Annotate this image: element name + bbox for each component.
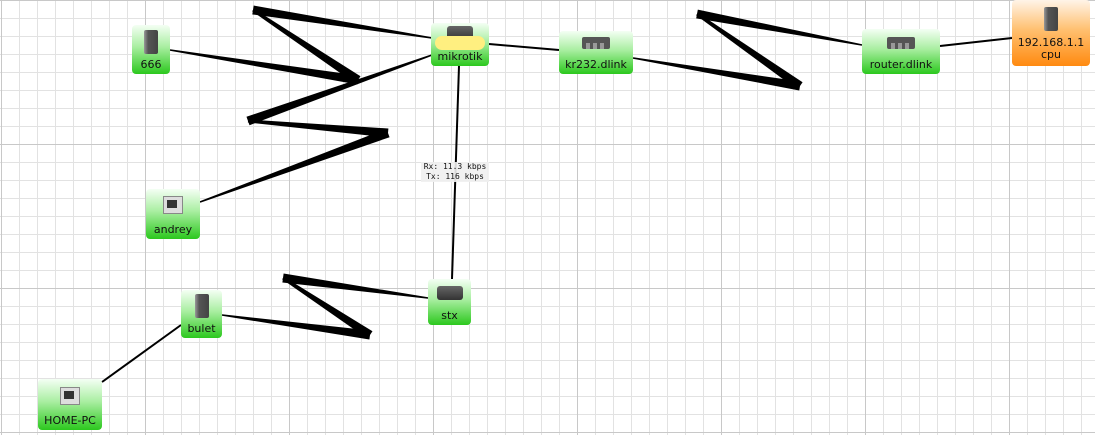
device-label: stx [441, 309, 458, 322]
bolt-segment [252, 8, 361, 84]
server-icon [1044, 7, 1058, 31]
bolt-segment [247, 119, 389, 138]
bolt-segment [199, 128, 390, 203]
wireless-link-andrey-mikrotik[interactable] [199, 54, 433, 203]
wireless-link-666-mikrotik[interactable] [169, 5, 433, 85]
device-label: mikrotik [437, 50, 483, 63]
device-andrey[interactable]: andrey [146, 189, 200, 239]
device-kr232-dlink[interactable]: kr232.dlink [559, 31, 633, 74]
bolt-segment [246, 54, 433, 126]
device-stx[interactable]: stx [428, 279, 471, 325]
bolt-segment [169, 49, 359, 85]
bolt-segment [282, 273, 429, 299]
link-traffic-label: Rx: 11.3 kbps Tx: 116 kbps [421, 162, 489, 182]
device-label: andrey [153, 223, 193, 236]
device-router-dlink[interactable]: router.dlink [862, 29, 940, 74]
link-bulet-homepc[interactable] [101, 324, 182, 383]
cloud-icon [435, 36, 485, 50]
tx-rate: Tx: 116 kbps [426, 172, 484, 181]
rx-rate: Rx: 11.3 kbps [423, 162, 487, 171]
device-label: 192.168.1.1 [1017, 36, 1085, 49]
server-globe-icon [144, 30, 158, 54]
link-mikrotik-kr232[interactable] [488, 43, 560, 51]
bolt-segment [221, 314, 371, 340]
workstation-icon [163, 196, 183, 214]
device-mikrotik[interactable]: mikrotik [431, 23, 489, 66]
device-home-pc[interactable]: HOME-PC [38, 379, 102, 430]
device-label: bulet [187, 322, 216, 335]
wireless-link-kr232-router[interactable] [632, 9, 863, 91]
device-label: HOME-PC [44, 414, 96, 427]
device-bulet[interactable]: bulet [181, 290, 222, 338]
device-666[interactable]: 666 [132, 25, 170, 74]
switch-icon [887, 37, 915, 49]
device-label: 666 [140, 58, 162, 71]
device-label: router.dlink [869, 58, 933, 71]
device-sublabel: cpu [1040, 48, 1061, 61]
link-router-cpu[interactable] [939, 37, 1013, 47]
switch-icon [582, 37, 610, 49]
bolt-segment [696, 9, 863, 46]
device-label: kr232.dlink [565, 58, 627, 71]
bolt-segment [282, 276, 373, 339]
workstation-icon [60, 387, 80, 405]
bolt-segment [632, 57, 801, 91]
device-192-168-1-1[interactable]: 192.168.1.1 cpu [1012, 0, 1090, 66]
server-icon [194, 294, 209, 318]
bolt-segment [252, 5, 433, 39]
wireless-link-bulet-stx[interactable] [221, 273, 429, 340]
box-device-icon [436, 286, 463, 300]
bolt-segment [696, 12, 803, 90]
device-label-block: 192.168.1.1 cpu [1012, 37, 1090, 61]
